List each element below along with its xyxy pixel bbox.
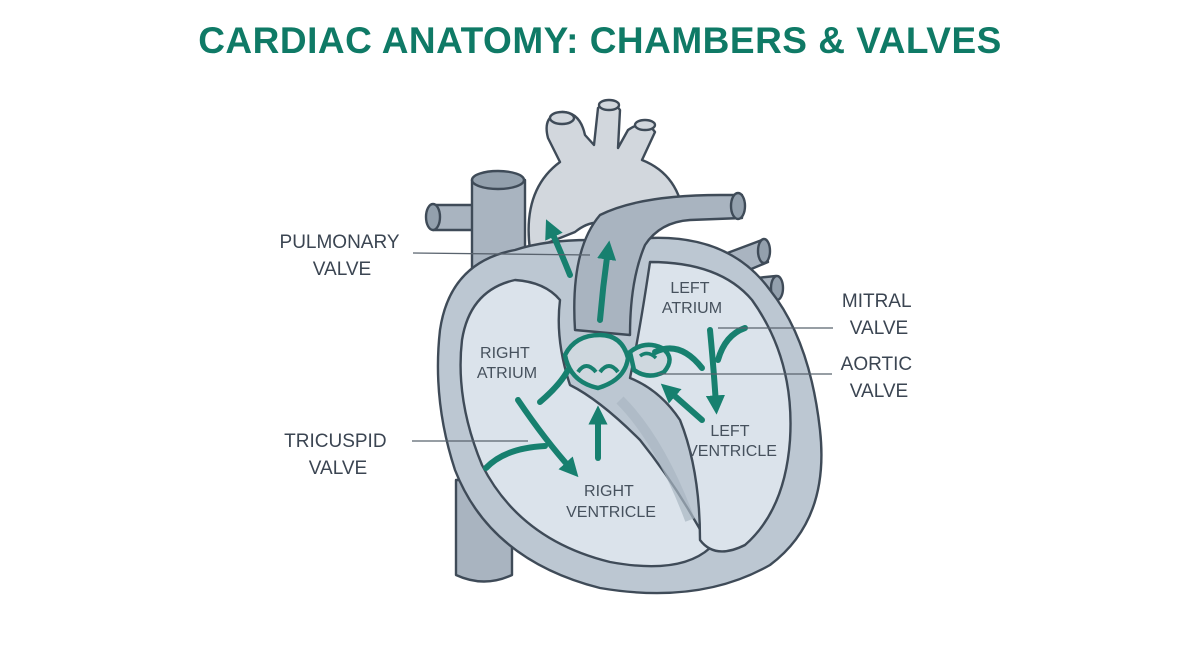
diagram-title: CARDIAC ANATOMY: CHAMBERS & VALVES [198,20,1002,61]
label-left-atrium: LEFT ATRIUM [662,280,722,317]
flow-arrow [660,383,705,423]
tricuspid-valve-leaflet-2 [537,367,571,405]
septum [616,396,695,522]
mitral-valve-leaflet [652,345,705,371]
flow-arrows [515,219,726,478]
label-right-atrium: RIGHT ATRIUM [477,345,537,382]
right-heart-chambers [459,278,712,568]
leader-lines [412,252,833,442]
label-left-ventricle: LEFT VENTRICLE [687,423,777,460]
pulmonary-valve-shape [562,332,631,391]
flow-arrow [545,219,573,278]
tricuspid-valve-leaflet [483,443,548,471]
label-pulmonary-valve: PULMONARY VALVE [280,232,405,280]
label-mitral-valve: MITRAL VALVE [842,291,916,339]
label-tricuspid-valve: TRICUSPID VALVE [284,431,392,479]
label-right-ventricle: RIGHT VENTRICLE [566,483,656,521]
leader-pulmonary-valve [412,252,591,256]
flow-arrow [515,397,579,478]
mitral-valve-leaflet-2 [715,325,748,363]
flow-arrow [705,327,726,415]
label-aortic-valve: AORTIC VALVE [841,354,918,402]
flow-arrow [597,240,617,323]
pulmonary-trunk [573,191,747,337]
